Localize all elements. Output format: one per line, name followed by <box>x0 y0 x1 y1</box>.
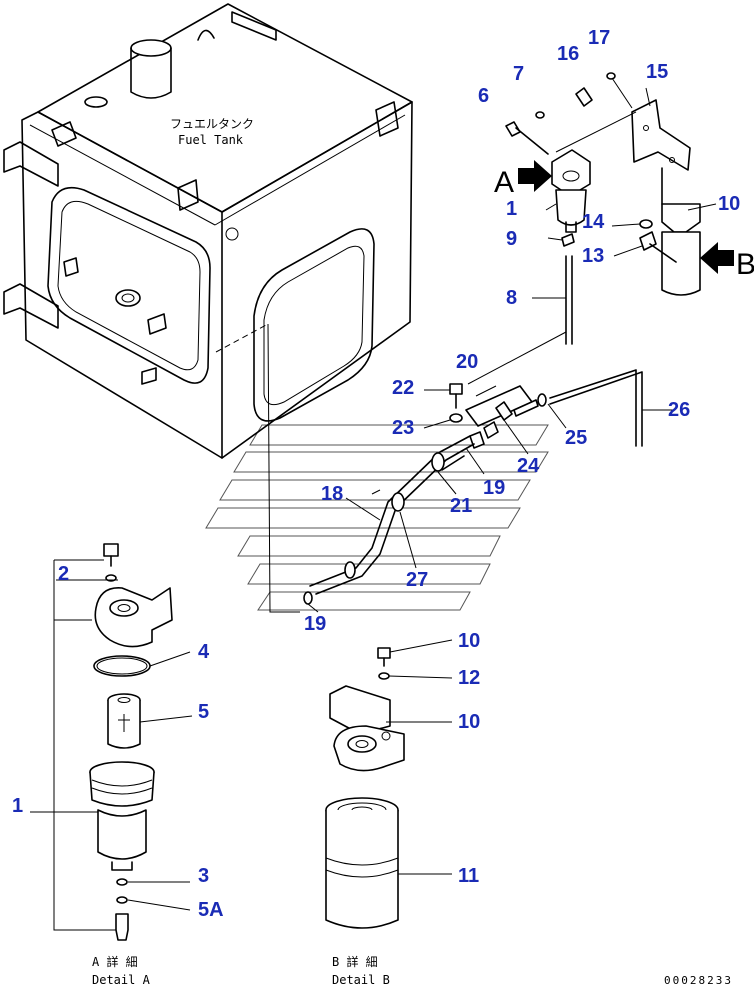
callout-9: 9 <box>506 228 517 250</box>
callout-19-lower: 19 <box>304 613 326 635</box>
callout-4: 4 <box>198 641 210 663</box>
callout-1-detail: 1 <box>12 795 23 817</box>
callout-7: 7 <box>513 63 524 85</box>
fuel-tank <box>3 3 413 459</box>
callout-20: 20 <box>456 351 478 373</box>
callout-25: 25 <box>565 427 587 449</box>
filter-assembly-main <box>505 72 734 345</box>
callout-1-main: 1 <box>506 198 517 220</box>
callout-2: 2 <box>58 563 69 585</box>
callout-19-upper: 19 <box>483 477 505 499</box>
callout-22: 22 <box>392 377 414 399</box>
watermark-logo <box>205 424 549 611</box>
callout-12: 12 <box>458 667 480 689</box>
callout-21: 21 <box>450 495 472 517</box>
view-a-letter: A <box>494 166 514 199</box>
callout-6: 6 <box>478 85 489 107</box>
callout-17: 17 <box>588 27 610 49</box>
view-b-letter: B <box>736 248 754 281</box>
detail-b <box>325 639 453 929</box>
tank-label-en: Fuel Tank <box>178 133 244 147</box>
callout-26: 26 <box>668 399 690 421</box>
detail-a-caption-jp: A 詳 細 <box>92 954 138 969</box>
callout-10-main: 10 <box>718 193 740 215</box>
tank-label-jp: フュエルタンク <box>170 117 254 131</box>
detail-a <box>30 543 193 941</box>
callout-11: 11 <box>458 865 479 887</box>
callout-10-detail-bolt: 10 <box>458 630 480 652</box>
detail-b-caption-en: Detail B <box>332 973 390 987</box>
callout-24: 24 <box>517 455 540 477</box>
callout-3: 3 <box>198 865 209 887</box>
main-leaders <box>307 87 717 613</box>
fuel-piping <box>303 331 643 605</box>
callout-14: 14 <box>582 211 605 233</box>
drawing-code: 00028233 <box>664 974 733 987</box>
callout-27: 27 <box>406 569 428 591</box>
callout-23: 23 <box>392 417 414 439</box>
callout-5: 5 <box>198 701 209 723</box>
callout-8: 8 <box>506 287 517 309</box>
callout-16: 16 <box>557 43 579 65</box>
detail-b-caption-jp: B 詳 細 <box>332 954 378 969</box>
callout-13: 13 <box>582 245 604 267</box>
callout-18: 18 <box>321 483 343 505</box>
callout-10-detail-head: 10 <box>458 711 480 733</box>
callout-5a: 5A <box>198 899 224 921</box>
callout-15: 15 <box>646 61 668 83</box>
detail-a-caption-en: Detail A <box>92 973 151 987</box>
